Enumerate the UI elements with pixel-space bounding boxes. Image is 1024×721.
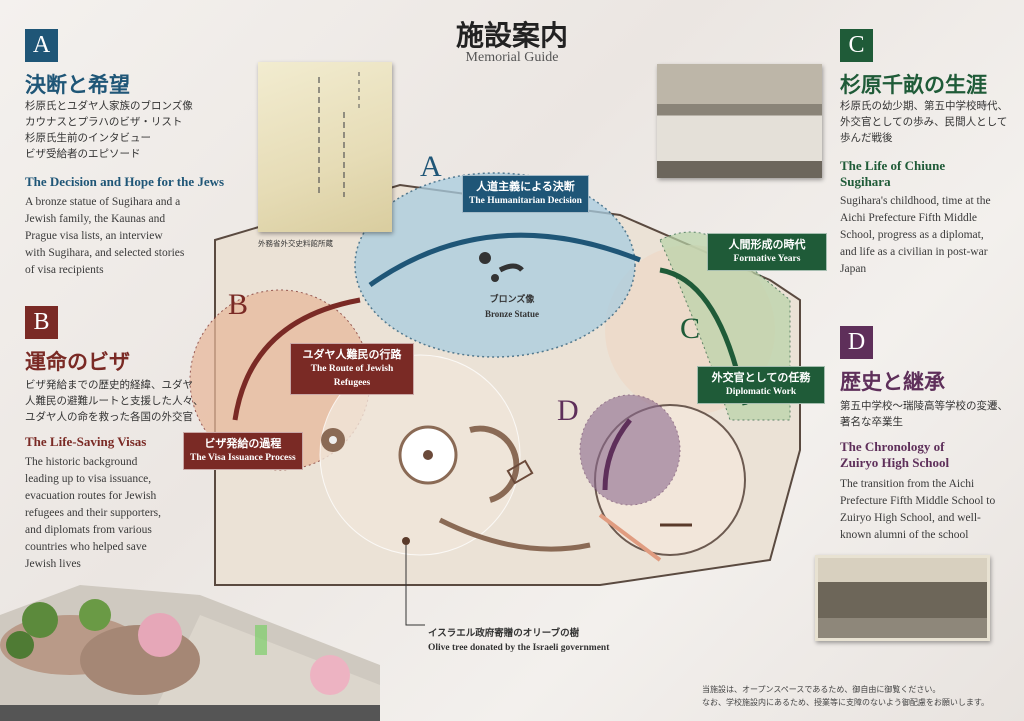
zone-a-letter: A [420, 150, 442, 183]
note-line: なお、学校施設内にあるため、授業等に支障のないよう御配慮をお願いします。 [702, 698, 990, 707]
section-d-jp: 第五中学校〜瑞陵高等学校の変遷、著名な卒業生 [840, 398, 1008, 430]
jp-line: 著名な卒業生 [840, 416, 903, 428]
section-c-title: 杉原千畝の生涯 [840, 72, 987, 97]
jp-line: ビザ発給までの歴史的経緯、ユダヤ [25, 379, 193, 391]
visitor-notes: 当施設は、オープンスペースであるため、御自由に御覧ください。 なお、学校施設内に… [702, 683, 989, 709]
jp-line: 杉原氏の幼少期、第五中学校時代、 [840, 100, 1008, 112]
group-photo [657, 64, 822, 178]
zone-d-area [579, 394, 681, 506]
jp-line: ビザ受給者のエピソード [25, 148, 141, 160]
statue-en: Bronze Statue [484, 309, 540, 319]
jp-line: 人難民の避難ルートと支援した人々、 [25, 395, 204, 407]
bronze-statue-icon [479, 252, 524, 282]
jp-line: 歩んだ戦後 [840, 132, 893, 144]
olive-jp: イスラエル政府寄贈のオリーブの樹 [428, 628, 580, 639]
jp-line: カウナスとプラハのビザ・リスト [25, 116, 183, 128]
zone-b-letter: B [228, 288, 249, 321]
section-c-jp: 杉原氏の幼少期、第五中学校時代、外交官としての歩み、民間人として歩んだ戦後 [840, 98, 1008, 146]
section-a-en-title: The Decision and Hope for the Jews [25, 174, 225, 189]
section-a-jp: 杉原氏とユダヤ人家族のブロンズ像カウナスとプラハのビザ・リスト杉原氏生前のインタ… [25, 98, 193, 162]
jp-line: 杉原氏生前のインタビュー [25, 132, 151, 144]
section-d-en-title: The Chronology of Zuiryo High School [840, 439, 950, 470]
section-c-badge: C [840, 29, 873, 62]
jp-line: 外交官としての歩み、民間人として [840, 116, 1008, 128]
section-b-en-title: The Life-Saving Visas [25, 434, 147, 449]
statue-jp: ブロンズ像 [489, 295, 535, 305]
olive-en: Olive tree donated by the Israeli govern… [428, 643, 610, 653]
section-b-badge: B [25, 306, 58, 339]
olive-tree-marker [402, 537, 410, 545]
section-b-title: 運命のビザ [25, 349, 130, 374]
page-title: 施設案内 [455, 19, 568, 52]
jp-line: ユダヤ人の命を救った各国の外交官 [25, 411, 193, 423]
section-b-en-body: The historic background leading up to vi… [25, 456, 162, 570]
bronze-statue-label: ブロンズ像 Bronze Statue [462, 293, 562, 321]
section-b-jp: ビザ発給までの歴史的経緯、ユダヤ人難民の避難ルートと支援した人々、ユダヤ人の命を… [25, 377, 204, 425]
zone-c-letter: C [680, 312, 701, 345]
section-d-title: 歴史と継承 [840, 369, 945, 394]
jp-line: 第五中学校〜瑞陵高等学校の変遷、 [840, 400, 1008, 412]
section-a-badge: A [25, 29, 58, 62]
section-a-title: 決断と希望 [25, 72, 130, 97]
section-d-badge: D [840, 326, 873, 359]
page-subtitle: Memorial Guide [465, 50, 559, 65]
photo-caption: 外務省外交史料館所蔵 [258, 239, 333, 248]
section-a-en-body: A bronze statue of Sugihara and a Jewish… [25, 196, 185, 276]
school-building-photo [815, 555, 990, 641]
jp-line: 杉原氏とユダヤ人家族のブロンズ像 [25, 100, 193, 112]
section-c-en-title: The Life of Chiune Sugihara [840, 158, 946, 189]
visa-list-document-photo [258, 62, 392, 232]
section-d-en-body: The transition from the Aichi Prefecture… [840, 478, 996, 541]
zone-a-area [354, 172, 636, 358]
zone-d-letter: D [557, 394, 579, 427]
note-line: 当施設は、オープンスペースであるため、御自由に御覧ください。 [702, 685, 941, 694]
olive-tree-label: イスラエル政府寄贈のオリーブの樹 Olive tree donated by t… [428, 626, 609, 656]
memorial-rendering [0, 575, 380, 721]
section-c-en-body: Sugihara's childhood, time at the Aichi … [840, 195, 991, 275]
